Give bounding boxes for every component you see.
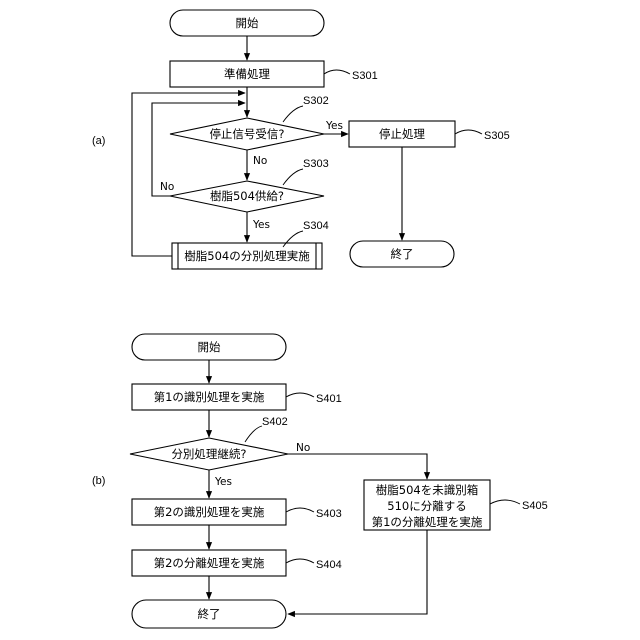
diagram-b-first-identify-box: 第1の識別処理を実施 bbox=[132, 384, 286, 410]
diagram-b-start-text: 開始 bbox=[198, 340, 221, 354]
diagram-a-stop-yes-label: Yes bbox=[325, 120, 343, 132]
diagram-a-sort-process-step: S304 bbox=[303, 220, 329, 232]
diagram-b-label: (b) bbox=[92, 475, 105, 487]
diagram-b-end-text: 終了 bbox=[198, 607, 221, 621]
diagram-b-second-identify-text: 第2の識別処理を実施 bbox=[154, 505, 265, 519]
diagram-b-second-separate-leader bbox=[286, 559, 314, 563]
diagram-a-stop-process-step: S305 bbox=[484, 130, 510, 142]
diagram-b-continue-question-text: 分別処理継続? bbox=[171, 447, 246, 461]
diagram-b-unidentified-leader bbox=[490, 500, 520, 504]
diagram-a-loop-sort-back bbox=[132, 93, 245, 256]
diagram-b-first-identify-step: S401 bbox=[316, 393, 342, 405]
diagram-a-sort-process-text: 樹脂504の分別処理実施 bbox=[184, 249, 310, 263]
diagram-a-supply-question-step: S303 bbox=[303, 158, 329, 170]
diagram-a-stop-process-box: 停止処理 bbox=[349, 121, 455, 147]
diagram-a-stop-no-label: No bbox=[253, 155, 267, 167]
diagram-a-supply-no-label: No bbox=[160, 181, 174, 193]
diagram-a-stop-question-text: 停止信号受信? bbox=[209, 127, 284, 141]
diagram-b-second-identify-box: 第2の識別処理を実施 bbox=[132, 499, 286, 525]
diagram-b-first-identify-text: 第1の識別処理を実施 bbox=[154, 390, 265, 404]
diagram-a-supply-question-text: 樹脂504供給? bbox=[210, 189, 284, 203]
diagram-a-prepare-text: 準備処理 bbox=[224, 67, 270, 81]
diagram-b-first-identify-leader bbox=[286, 393, 314, 397]
diagram-b-start-terminal: 開始 bbox=[132, 334, 286, 360]
diagram-a-end-terminal: 終了 bbox=[350, 241, 454, 267]
diagram-b-continue-no-label: No bbox=[296, 442, 310, 454]
diagram-b-second-separate-step: S404 bbox=[316, 559, 342, 571]
diagram-b-continue-question-step: S402 bbox=[262, 416, 288, 428]
diagram-a: (a) 開始 準備処理 S301 停止信号受信? S302 Yes bbox=[92, 10, 510, 269]
diagram-b: (b) 開始 第1の識別処理を実施 S401 分別処理継続? S402 No 樹… bbox=[92, 334, 548, 628]
diagram-a-stop-question-decision: 停止信号受信? bbox=[170, 118, 324, 150]
diagram-a-prepare-step: S301 bbox=[352, 70, 378, 82]
diagram-a-start-text: 開始 bbox=[236, 16, 259, 30]
diagram-a-prepare-leader bbox=[324, 70, 350, 74]
diagram-a-supply-yes-label: Yes bbox=[252, 219, 270, 231]
diagram-b-unidentified-box: 樹脂504を未識別箱 510に分離する 第1の分離処理を実施 bbox=[364, 480, 490, 530]
diagram-b-unidentified-line2: 510に分離する bbox=[387, 499, 466, 513]
diagram-b-continue-question-leader bbox=[245, 426, 262, 442]
diagram-a-stop-process-text: 停止処理 bbox=[379, 127, 425, 141]
diagram-b-continue-question-decision: 分別処理継続? bbox=[130, 438, 288, 470]
diagram-b-continue-yes-label: Yes bbox=[214, 476, 232, 488]
diagram-b-unidentified-line3: 第1の分離処理を実施 bbox=[372, 515, 483, 529]
diagram-a-start-terminal: 開始 bbox=[170, 10, 324, 36]
diagram-a-supply-question-leader bbox=[283, 169, 303, 185]
diagram-b-unidentified-line1: 樹脂504を未識別箱 bbox=[376, 483, 478, 497]
diagram-a-sort-process-box: 樹脂504の分別処理実施 bbox=[172, 243, 322, 269]
diagram-b-arrow-continue-no bbox=[288, 454, 427, 479]
diagram-b-second-separate-box: 第2の分離処理を実施 bbox=[132, 550, 286, 576]
diagram-a-stop-process-leader bbox=[455, 130, 482, 134]
diagram-b-end-terminal: 終了 bbox=[132, 600, 286, 628]
diagram-b-unidentified-step: S405 bbox=[522, 500, 548, 512]
diagram-b-second-identify-leader bbox=[286, 508, 314, 512]
diagram-b-arrow-unidentified-end bbox=[288, 530, 427, 614]
diagram-a-stop-question-leader bbox=[283, 106, 303, 122]
diagram-a-prepare-box: 準備処理 bbox=[170, 61, 324, 87]
diagram-a-supply-question-decision: 樹脂504供給? bbox=[170, 181, 324, 212]
diagram-a-stop-question-step: S302 bbox=[303, 95, 329, 107]
diagram-b-second-separate-text: 第2の分離処理を実施 bbox=[154, 556, 265, 570]
diagram-a-end-text: 終了 bbox=[391, 247, 414, 261]
diagram-b-second-identify-step: S403 bbox=[316, 508, 342, 520]
diagram-a-label: (a) bbox=[92, 135, 105, 147]
